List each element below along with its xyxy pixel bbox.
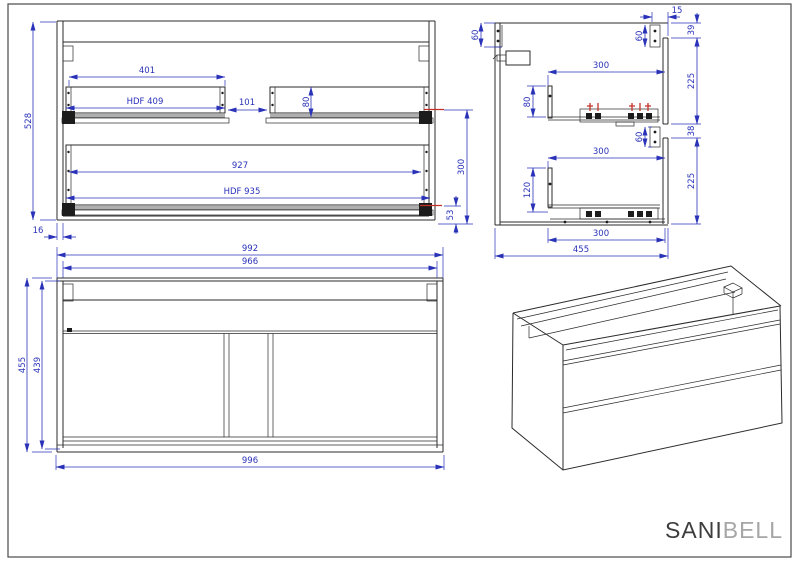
side-section-view: 60 15 60 39 225 300 80 60 38 300 120 225… bbox=[471, 6, 701, 259]
dim-back-rail-offset: 15 bbox=[672, 6, 683, 16]
dim-front-rail-height: 60 bbox=[471, 30, 481, 41]
dim-carcass-height-inner: 439 bbox=[33, 357, 43, 373]
brand-logo: SANIBELL bbox=[665, 517, 783, 544]
dim-side-top-drawer-height: 80 bbox=[523, 97, 533, 108]
hanger-bracket bbox=[492, 50, 531, 66]
side-bottom-drawer bbox=[547, 167, 660, 220]
dim-width-outer: 992 bbox=[242, 244, 258, 254]
dim-top-drawer-depth: 300 bbox=[593, 61, 609, 71]
dim-back-rail-height: 60 bbox=[635, 31, 645, 42]
dim-mid-rail-height: 60 bbox=[635, 132, 645, 143]
corner-bracket bbox=[62, 283, 74, 302]
dim-front-panel-thickness: 16 bbox=[33, 226, 44, 236]
corner-bracket bbox=[418, 45, 430, 62]
dim-top-drawer-inner-width: 401 bbox=[139, 66, 155, 76]
dim-back-panel-upper: 225 bbox=[687, 73, 697, 89]
dim-front-bottom-offset: 53 bbox=[446, 210, 456, 221]
brand-logo-sani: SANI bbox=[665, 517, 723, 543]
top-left-drawer bbox=[61, 86, 230, 124]
bottom-drawer bbox=[61, 144, 442, 216]
dim-back-panel-lower: 225 bbox=[687, 173, 697, 189]
dim-bottom-drawer-depth: 300 bbox=[593, 147, 609, 157]
dim-slide-depth: 300 bbox=[593, 229, 609, 239]
dim-depth-total: 455 bbox=[573, 245, 589, 255]
corner-bracket bbox=[426, 283, 438, 302]
hanger-bracket-3d bbox=[723, 282, 743, 315]
corner-bracket bbox=[62, 45, 74, 62]
slide-marks-red bbox=[587, 103, 651, 111]
dim-back-panel-top-offset: 39 bbox=[687, 25, 697, 36]
side-top-drawer bbox=[547, 85, 660, 127]
back-rail-mid bbox=[649, 126, 661, 148]
perspective-view bbox=[511, 265, 783, 471]
label-top-drawer-board: HDF 409 bbox=[127, 97, 164, 107]
back-rail-top bbox=[649, 24, 661, 48]
brand-logo-bell: BELL bbox=[722, 517, 783, 543]
label-bottom-drawer-board: HDF 935 bbox=[224, 187, 261, 197]
top-right-drawer bbox=[265, 86, 444, 124]
front-section-view: 528 16 401 HDF 409 101 80 927 HDF 935 30… bbox=[24, 20, 473, 278]
dim-side-bottom-drawer-height: 120 bbox=[523, 182, 533, 198]
dim-top-drawer-height: 80 bbox=[302, 97, 312, 108]
dim-width-inner: 966 bbox=[242, 257, 258, 267]
dim-carcass-height-outer: 455 bbox=[18, 357, 28, 373]
dim-carcass-width-bottom: 996 bbox=[242, 456, 258, 466]
carcass-front-view: 455 439 996 bbox=[18, 277, 445, 470]
dim-front-slide-height: 300 bbox=[457, 159, 467, 175]
sheet-border bbox=[7, 3, 792, 558]
dim-back-panel-gap: 38 bbox=[687, 126, 697, 137]
dim-front-height-total: 528 bbox=[24, 113, 34, 129]
dim-drawer-gap: 101 bbox=[239, 98, 255, 108]
dim-bottom-drawer-inner-width: 927 bbox=[232, 161, 248, 171]
